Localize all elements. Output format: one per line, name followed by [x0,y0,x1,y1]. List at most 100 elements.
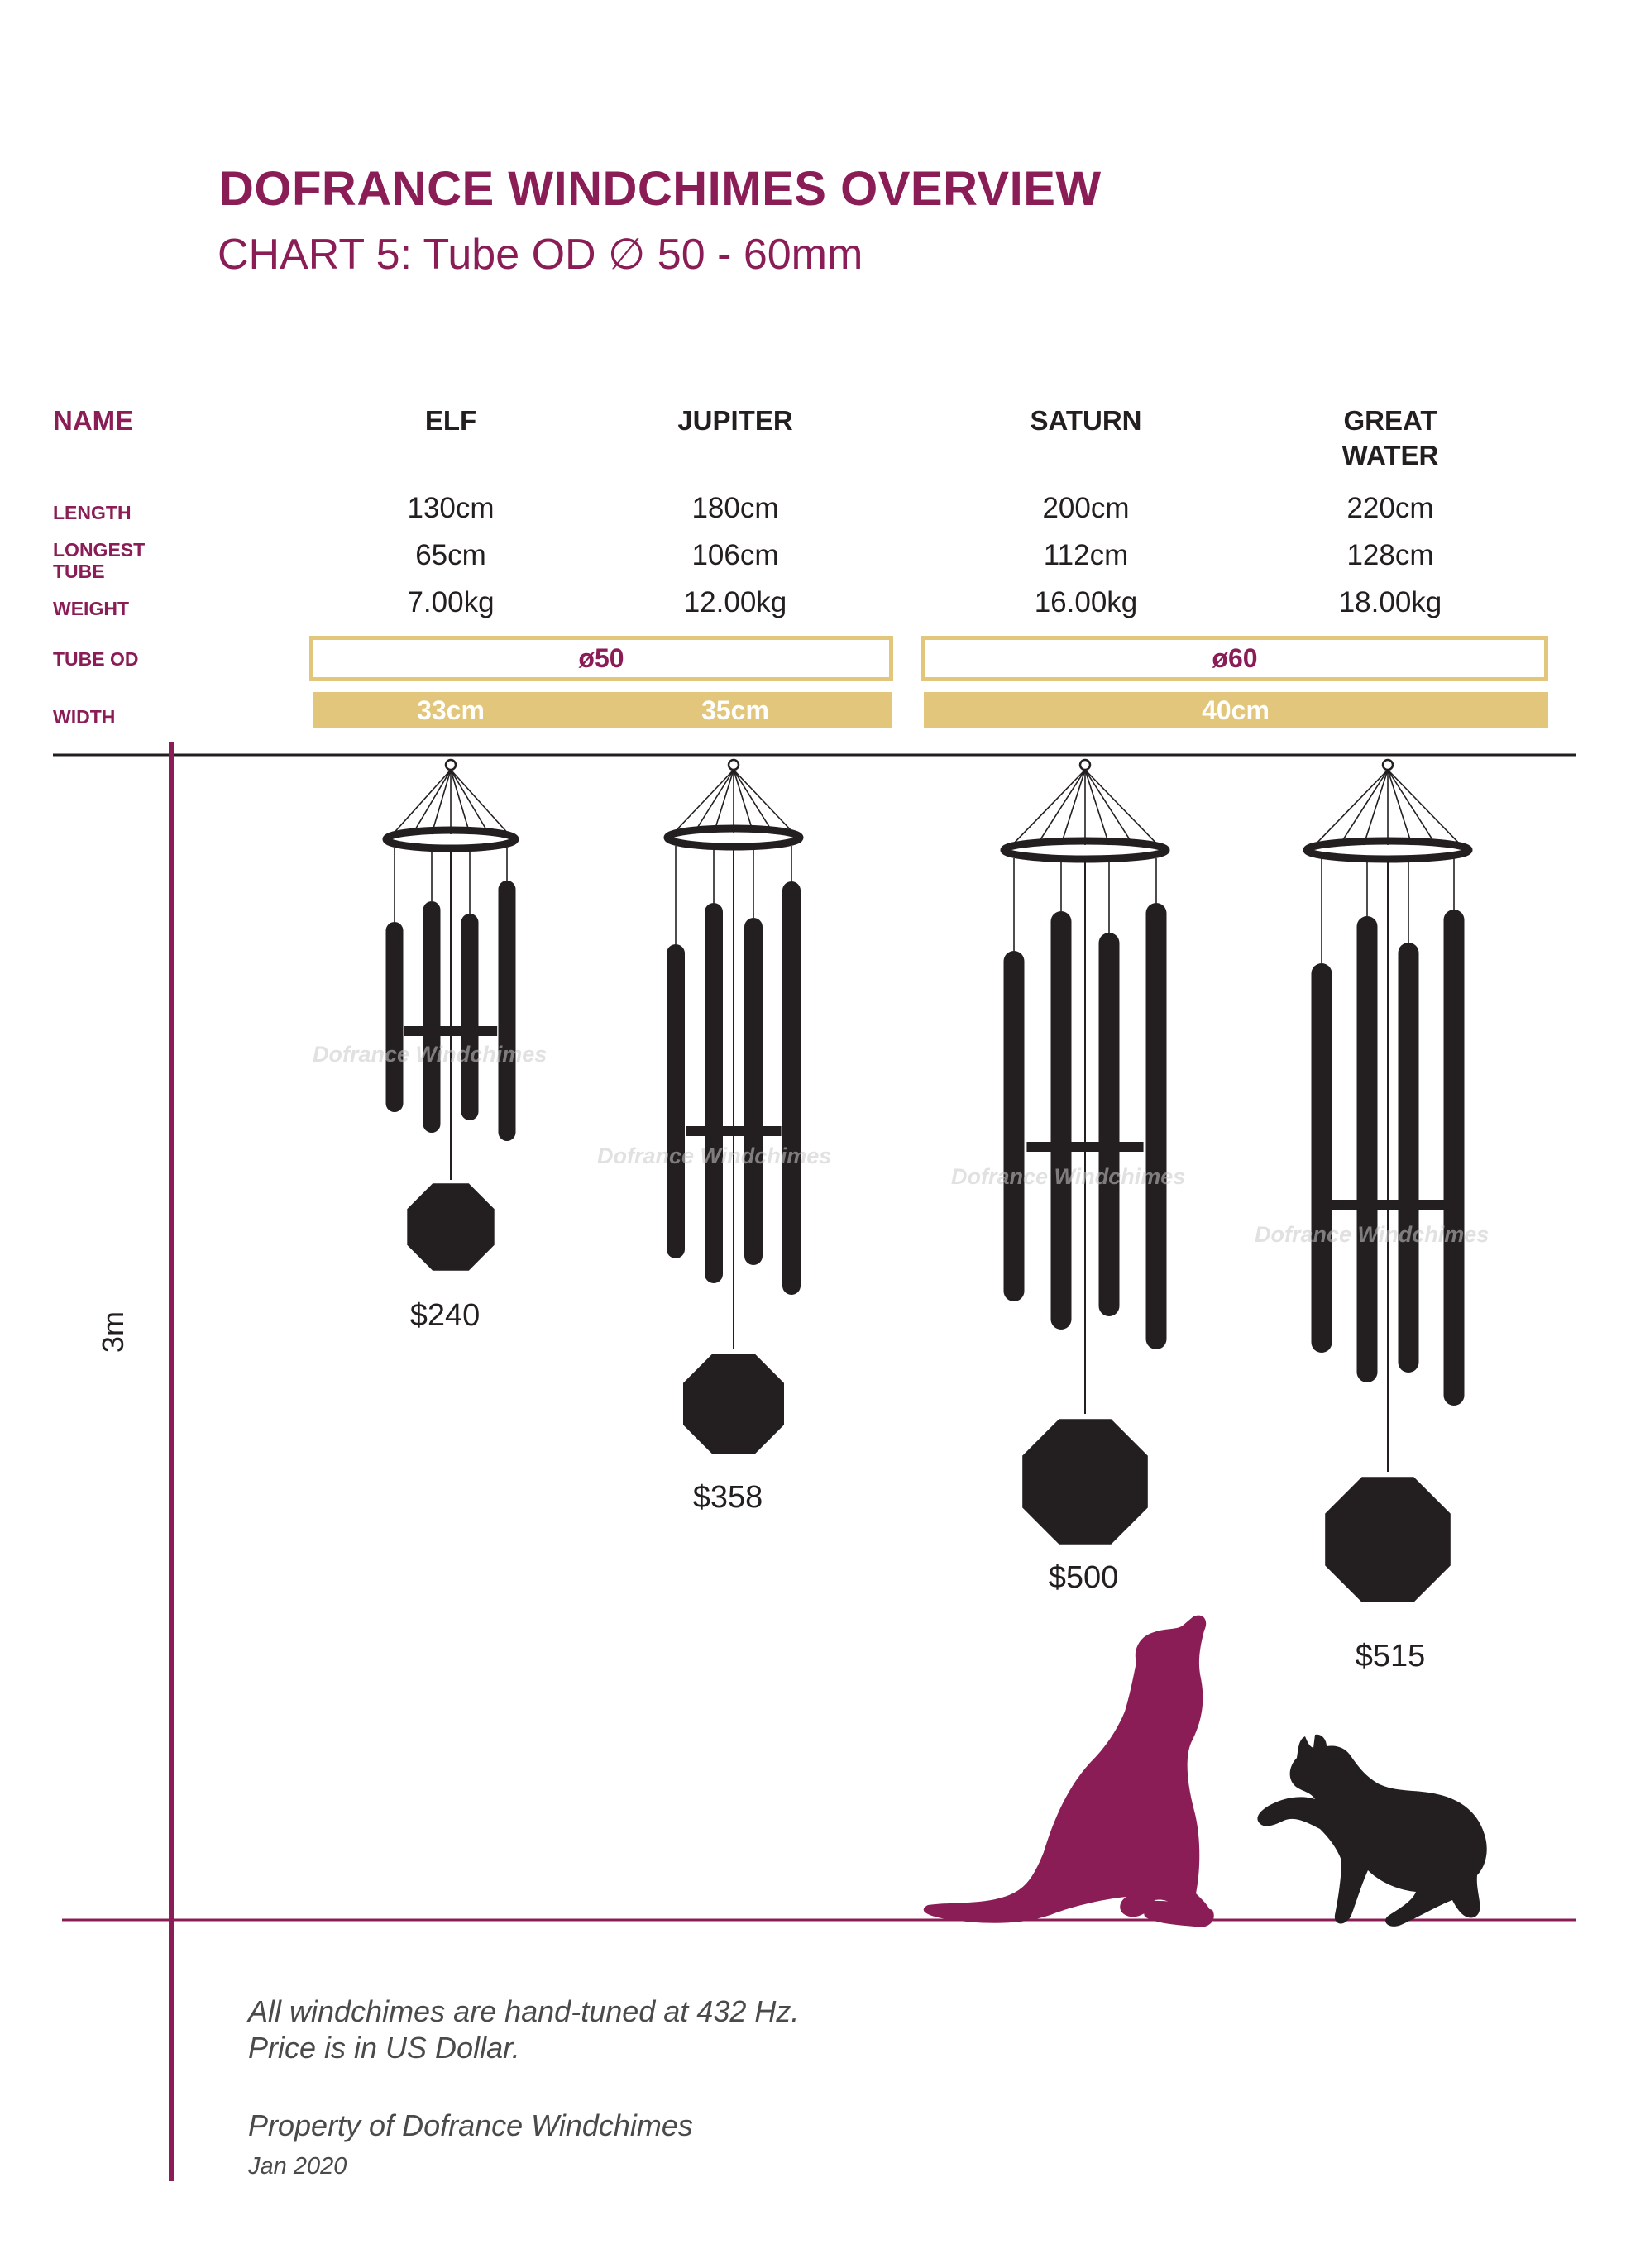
cell-longest-tube-saturn: 112cm [1043,539,1129,571]
chime-suspension-cord [673,769,734,833]
chime-suspension-cord [1387,769,1461,846]
chime-suspension-cord [733,769,754,833]
row-label-tube-od: TUBE OD [53,648,139,670]
chime-suspension-cord [1036,769,1086,846]
price-great-water: $515 [1355,1639,1426,1674]
chime-tube [705,903,723,1283]
y-axis-line [169,742,174,2181]
row-label-width: WIDTH [53,706,116,728]
chime-striker [686,1126,782,1136]
price-elf: $240 [409,1298,481,1333]
chime-top-ring [1000,837,1170,863]
column-name-line1: ELF [424,405,477,436]
chime-striker [1329,1200,1447,1210]
chime-hook [444,758,457,771]
cell-length-jupiter: 180cm [691,492,779,524]
chime-suspension-cord [733,769,774,833]
chime-suspension-cord [1339,769,1389,846]
chime-suspension-cord [1314,769,1389,846]
column-name-jupiter: JUPITER [603,403,868,438]
chime-tube [385,922,404,1112]
chime-tube [1145,903,1167,1349]
chime-tube [1443,910,1465,1406]
chime-tube [744,918,763,1265]
note-currency: Price is in US Dollar. [248,2031,520,2065]
chime-tube [1003,951,1025,1301]
chime-suspension-cord [733,769,794,833]
column-name-line1: SATURN [1030,405,1142,436]
cell-longest-tube-elf: 65cm [415,539,486,571]
cell-weight-elf: 7.00kg [407,586,495,618]
cell-length-elf: 130cm [407,492,495,524]
cell-longest-tube-jupiter: 106cm [691,539,779,571]
cell-length-great-water: 220cm [1346,492,1434,524]
chime-hook [1381,758,1394,771]
cell-weight-great-water: 18.00kg [1338,586,1442,618]
chime-suspension-cord [1387,769,1437,846]
chimes-group [382,758,1473,1602]
column-name-elf: ELF [318,403,583,438]
column-name-saturn: SATURN [954,403,1218,438]
tube-od-box-50: ø50 [309,636,893,681]
width-bar-group-1 [313,692,892,728]
chime-suspension-cord [392,769,452,835]
chime-top-ring [663,824,804,851]
column-name-line2: WATER [1341,440,1439,470]
chime-suspension-cord [1387,769,1413,846]
tube-od-box-60: ø60 [921,636,1548,681]
chime-suspension-cord [1060,769,1086,846]
chime-wind-catcher [683,1354,784,1454]
cell-weight-jupiter: 12.00kg [683,586,787,618]
chime-suspension-cord [411,769,452,835]
column-name-line1: GREAT [1343,405,1437,436]
chime-striker [1026,1142,1144,1152]
price-saturn: $500 [1048,1560,1119,1595]
chime-suspension-cord [431,769,452,835]
chime-suspension-cord [1011,769,1086,846]
chime-striker [404,1026,498,1036]
chime-tube [1098,933,1120,1316]
column-name-great-water: GREAT WATER [1258,403,1523,473]
cell-length-saturn: 200cm [1042,492,1130,524]
chime-tube [461,914,479,1120]
chime-wind-catcher [407,1183,495,1271]
row-label-longest-tube-line2: TUBE [53,561,105,582]
price-jupiter: $358 [692,1480,763,1515]
chime-hook [1078,758,1092,771]
row-label-name: NAME [53,405,134,436]
note-tuning: All windchimes are hand-tuned at 432 Hz. [248,1994,800,2028]
chime-suspension-cord [450,769,509,835]
width-value-elf: 33cm [417,695,485,725]
width-value-saturn-great-water: 40cm [1202,695,1270,725]
cat-silhouette [1257,1734,1487,1927]
chime-top-ring [382,826,519,852]
watermark-1: Dofrance Windchimes [313,1042,548,1067]
column-name-line1: JUPITER [677,405,793,436]
chime-suspension-cord [1363,769,1389,846]
chime-tube [498,881,516,1141]
width-value-jupiter: 35cm [701,695,769,725]
chime-top-ring [1303,837,1473,863]
chime-suspension-cord [450,769,471,835]
chime-hook [727,758,740,771]
page-subtitle: CHART 5: Tube OD ∅ 50 - 60mm [218,231,863,279]
chime-tube [1050,911,1072,1330]
chime-suspension-cord [450,769,490,835]
row-label-longest-tube-line1: LONGEST [53,539,146,561]
width-bar-group-2 [924,692,1548,728]
watermark-4: Dofrance Windchimes [1255,1222,1490,1247]
y-axis-label: 3m [96,1311,131,1354]
chime-suspension-cord [693,769,734,833]
cell-longest-tube-great-water: 128cm [1346,539,1434,571]
chime-suspension-cord [713,769,734,833]
chime-wind-catcher [1022,1419,1148,1545]
note-date: Jan 2020 [248,2153,347,2180]
chime-suspension-cord [1084,769,1159,846]
chime-tube [1356,916,1378,1382]
chime-suspension-cord [1084,769,1134,846]
row-label-longest-tube: LONGEST TUBE [53,539,145,582]
chime-tube [667,944,685,1258]
chime-suspension-cord [1084,769,1110,846]
watermark-2: Dofrance Windchimes [597,1144,832,1168]
row-label-weight: WEIGHT [53,598,129,619]
